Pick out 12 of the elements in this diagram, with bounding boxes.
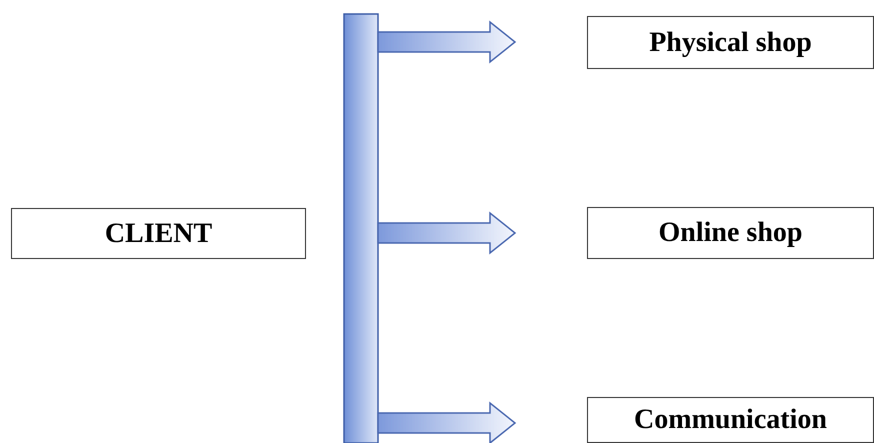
label-box bbox=[587, 16, 874, 69]
label-box bbox=[587, 207, 874, 259]
box-label: Communication bbox=[634, 404, 827, 436]
box-label: Online shop bbox=[658, 217, 802, 249]
block-arrow bbox=[377, 20, 516, 64]
label-box bbox=[587, 397, 874, 443]
box-label: Physical shop bbox=[649, 26, 812, 58]
label-box bbox=[11, 208, 306, 259]
vertical-bar bbox=[343, 13, 379, 443]
block-arrow bbox=[377, 401, 516, 443]
box-label: CLIENT bbox=[104, 218, 212, 250]
block-arrow bbox=[377, 211, 516, 255]
